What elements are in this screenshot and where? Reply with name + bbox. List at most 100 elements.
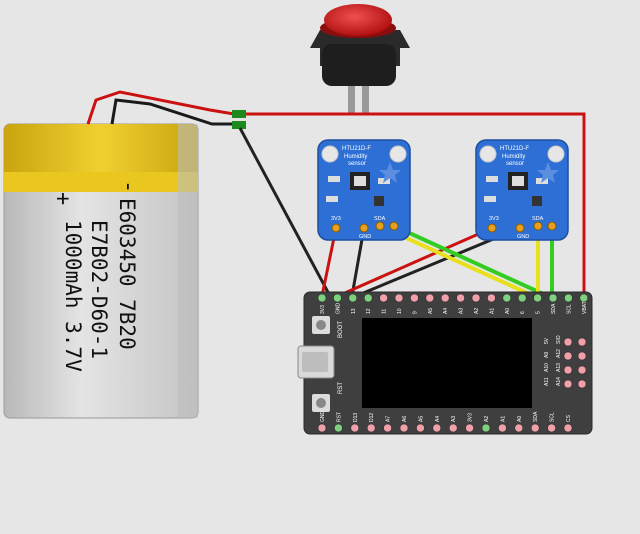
bottom-pin-pad <box>350 423 360 433</box>
sensor-right-regulator <box>532 196 542 206</box>
top-pin-pad <box>379 293 388 303</box>
top-pin-pad <box>317 293 327 303</box>
sensor-right-pin-3v3: 3V3 <box>489 216 499 222</box>
bottom-pin-label: CS <box>566 414 572 422</box>
bottom-pin-pad <box>399 423 409 433</box>
sensor-left-star <box>379 162 401 183</box>
sensor-right-cap-3 <box>484 196 496 202</box>
bottom-pin-label: A7 <box>386 416 392 422</box>
connector-black-end <box>232 121 246 129</box>
board-display <box>362 318 532 408</box>
top-pin-label: 6 <box>520 311 526 314</box>
button-leg-left <box>348 82 355 114</box>
button-housing <box>322 44 396 86</box>
humidity-sensor-left: HTU21D-F Humidity sensor 3V3 GND SDA <box>317 139 411 241</box>
bottom-pin-label: D13 <box>353 413 359 422</box>
top-pin-label: 9 <box>412 311 418 314</box>
bottom-pin-label: A5 <box>418 416 424 422</box>
wire-green-left-scl <box>393 224 553 300</box>
sensor-left-hole-1 <box>321 145 339 163</box>
sensor-left-title: HTU21D-F <box>342 146 371 152</box>
sensor-left-cap-3 <box>326 196 338 202</box>
bottom-pin-pad <box>383 423 392 433</box>
top-pin-label: 12 <box>366 308 372 314</box>
sensor-left-pin-sda: SDA <box>374 216 386 222</box>
sensor-left-regulator <box>374 196 384 206</box>
sensor-right-pin-sda: SDA <box>532 216 544 222</box>
sensor-left-pad-scl <box>389 221 399 231</box>
top-pin-label: 5 <box>536 311 542 314</box>
right-pad <box>563 379 573 389</box>
top-pin-pad <box>579 293 589 303</box>
wire-red-right-3v3 <box>337 226 493 298</box>
wire-red-vbat <box>246 112 586 298</box>
bottom-pin-label: D12 <box>369 413 375 422</box>
top-pin-pad <box>440 293 450 303</box>
right-pad-label: 5V <box>544 337 550 344</box>
push-button <box>310 4 410 114</box>
left-pad-label: A14 <box>556 377 562 386</box>
right-pad <box>563 337 573 347</box>
left-pad-label: SIO <box>556 335 562 344</box>
wire-black-battery-gnd <box>238 127 332 297</box>
bottom-pin-label: 3V3 <box>468 413 474 422</box>
bottom-pin-pad <box>366 423 376 433</box>
battery-plus-sign: + <box>50 192 75 205</box>
connector-red-end <box>232 110 246 118</box>
sensor-left-hole-2 <box>389 145 407 163</box>
top-pin-label: A3 <box>459 308 465 314</box>
right-pad-outer <box>577 365 587 375</box>
battery-edge <box>178 124 198 418</box>
left-pad-label: A12 <box>556 349 562 358</box>
bottom-pin-label: SDA <box>533 411 539 422</box>
sensor-left-subtitle2: sensor <box>348 161 366 167</box>
top-pin-pad <box>502 293 512 303</box>
sensor-right-subtitle1: Humidity <box>502 154 525 160</box>
bottom-pin-label: A4 <box>435 416 441 422</box>
bottom-pin-pad <box>498 423 507 433</box>
sensor-left-pad-3v3 <box>331 223 341 233</box>
sensor-right-hole-1 <box>479 145 497 163</box>
sensor-left-pin-gnd: GND <box>359 234 371 240</box>
sensor-right-pad-scl <box>547 221 557 231</box>
sensor-right-pad-3v3 <box>487 223 497 233</box>
reset-label: RST <box>338 382 344 394</box>
top-pin-pad <box>410 293 419 303</box>
top-pin-label: A1 <box>489 308 495 314</box>
top-pin-pad <box>517 293 527 303</box>
battery-gold-stripe <box>4 172 198 192</box>
boot-button-knob <box>316 320 326 330</box>
bottom-pin-pad <box>547 423 556 433</box>
reset-button-knob <box>316 398 326 408</box>
sensor-left-pad-sda <box>375 221 385 231</box>
top-pin-label: SDA <box>551 303 557 314</box>
battery-label-line2: E7B02-D60-1 <box>87 220 111 359</box>
top-pin-pad <box>487 293 496 303</box>
top-pin-label: SCL <box>566 304 572 314</box>
right-pad-outer <box>577 351 587 361</box>
top-pin-pad <box>348 293 358 303</box>
bottom-pin-pad <box>530 423 540 433</box>
top-pin-pad <box>471 293 481 303</box>
bottom-pin-label: A1 <box>500 416 506 422</box>
sensor-right-star <box>537 162 559 183</box>
bottom-pin-label: A2 <box>484 416 490 422</box>
top-pin-pad <box>363 293 373 303</box>
wires <box>238 112 586 300</box>
right-pad-label: A9 <box>544 352 550 358</box>
right-pad <box>563 351 573 361</box>
top-pin-pad <box>425 293 435 303</box>
sensor-left-subtitle1: Humidity <box>344 154 367 160</box>
bottom-pin-label: RST <box>336 412 342 422</box>
sensor-left-cap-1 <box>328 176 340 182</box>
top-pin-pad <box>564 293 573 303</box>
button-leg-right <box>362 82 369 114</box>
bottom-pin-pad <box>432 423 442 433</box>
right-pad-outer <box>577 337 587 347</box>
top-pin-label: A5 <box>428 308 434 314</box>
